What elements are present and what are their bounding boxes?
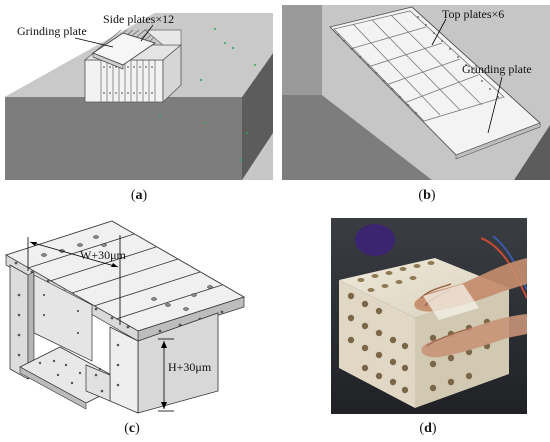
- panel-a-illustration: Grinding plate Side plates×12: [5, 12, 273, 180]
- caption-c: (c): [124, 421, 140, 436]
- top-plates-grid: [333, 10, 505, 122]
- ceramic-block-front: [339, 280, 415, 408]
- side-plate-left: [9, 264, 29, 380]
- label-grinding-plate-a: Grinding plate: [17, 24, 87, 38]
- purple-cloth: [355, 224, 395, 256]
- surface-specks: [159, 28, 256, 161]
- label-top-plates: Top plates×6: [442, 7, 504, 21]
- hand-lower: [421, 314, 527, 358]
- caption-d: (d): [419, 421, 437, 436]
- panel-d-photo: [331, 218, 527, 414]
- ceramic-block-top: [339, 258, 509, 318]
- label-side-plates: Side plates×12: [103, 12, 174, 26]
- photo-illustration: [331, 218, 527, 414]
- label-height-dimension: H+30μm: [168, 360, 212, 374]
- panel-a: Grinding plate Side plates×12: [5, 5, 273, 180]
- caption-a: (a): [130, 188, 148, 203]
- caption-b: (b): [418, 188, 436, 203]
- label-grinding-plate-b: Grinding plate: [462, 62, 532, 76]
- table-front: [5, 97, 242, 180]
- panel-b: Top plates×6 Grinding plate: [282, 5, 550, 180]
- label-width-dimension: W+30μm: [80, 248, 127, 262]
- panel-c-illustration: W+30μm H+30μm: [4, 220, 246, 414]
- panel-c: W+30μm H+30μm: [0, 215, 262, 415]
- panel-b-illustration: Top plates×6 Grinding plate: [282, 5, 550, 180]
- side-plates-block: [84, 59, 164, 103]
